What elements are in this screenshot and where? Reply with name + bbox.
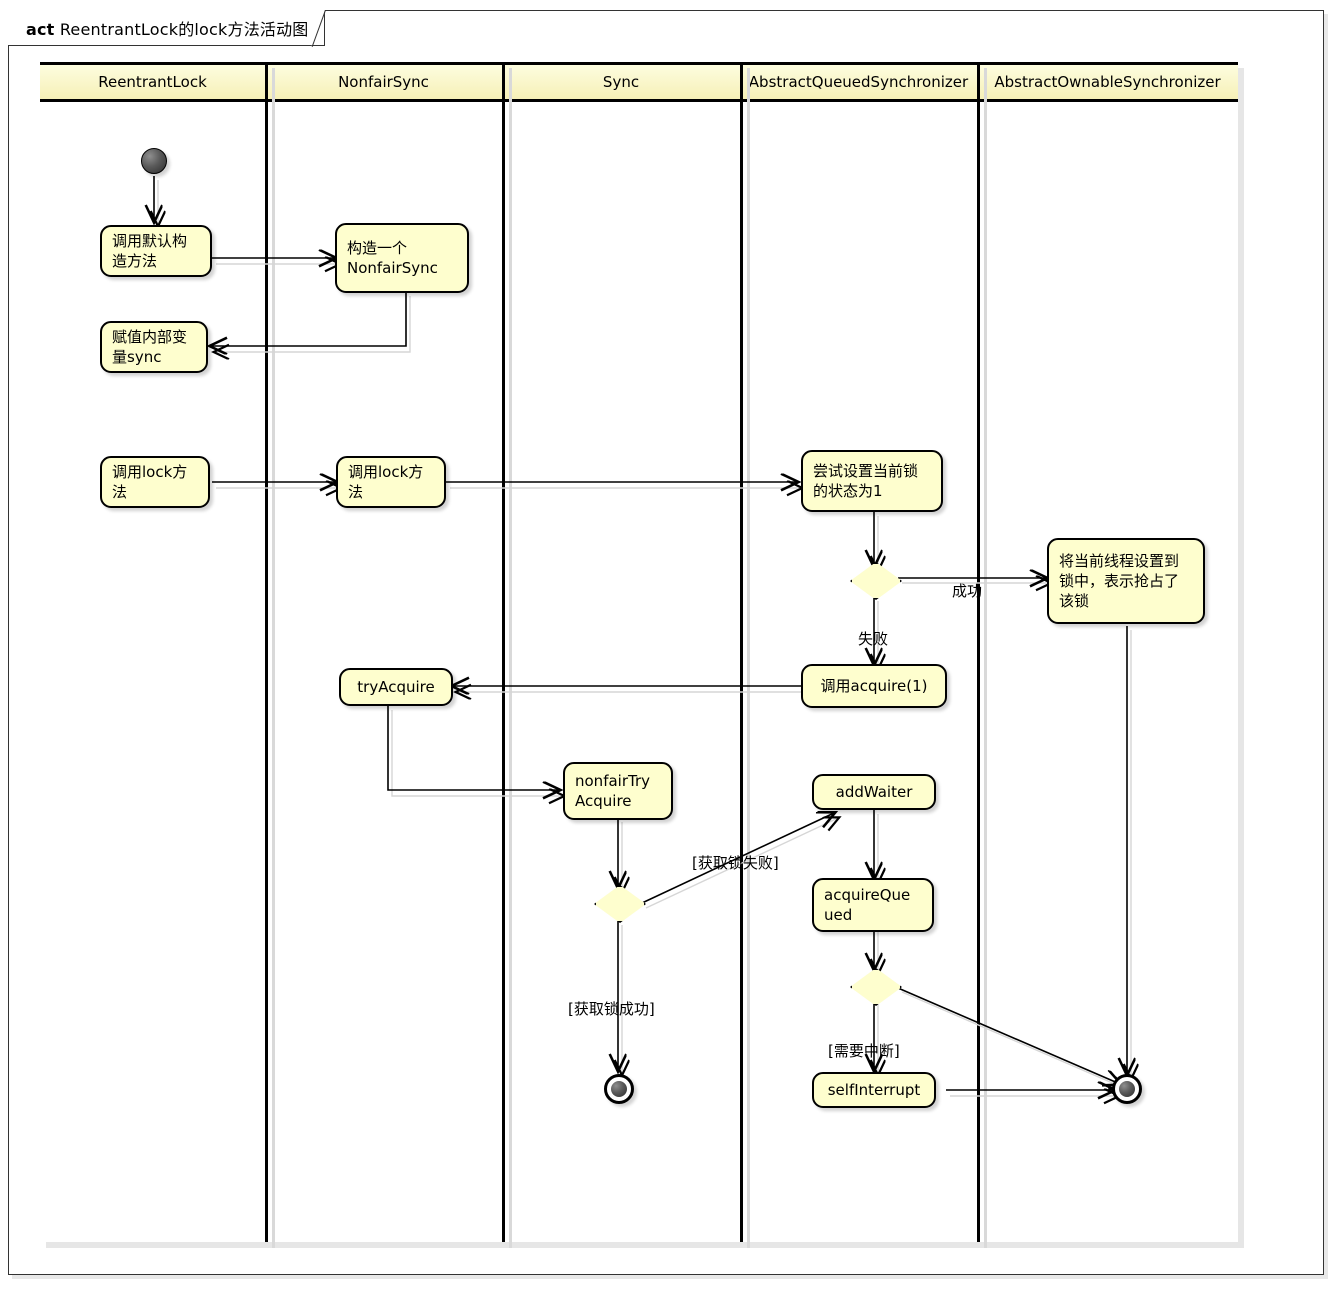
swimlane-divider-shadow xyxy=(747,68,750,1248)
swimlane-header-reentrantlock: ReentrantLock xyxy=(40,62,265,102)
edge-label-need-interrupt: [需要中断] xyxy=(828,1042,900,1060)
node-tryacquire[interactable]: tryAcquire xyxy=(339,668,453,706)
swimlane-divider-shadow xyxy=(984,68,987,1248)
edge-label-acquire-failed: [获取锁失败] xyxy=(692,854,779,872)
node-acquirequeued[interactable]: acquireQue ued xyxy=(812,878,934,932)
swimlane-header-label: ReentrantLock xyxy=(98,73,207,91)
node-default-constructor[interactable]: 调用默认构 造方法 xyxy=(100,225,212,277)
edge-label-fail: 失败 xyxy=(858,630,889,648)
node-label: nonfairTry Acquire xyxy=(575,771,650,810)
swimlane-header-label: NonfairSync xyxy=(338,73,429,91)
diagram-title-tab: act ReentrantLock的lock方法活动图 xyxy=(8,10,325,46)
node-build-nonfairsync[interactable]: 构造一个 NonfairSync xyxy=(335,223,469,293)
decision-node-interrupt[interactable] xyxy=(850,968,902,1006)
swimlane-divider-abstractqueuedsynchronizer xyxy=(740,62,743,1242)
swimlane-header-sync: Sync xyxy=(502,62,740,102)
node-call-lock-reentrantlock[interactable]: 调用lock方 法 xyxy=(100,456,210,508)
diagram-kind-keyword: act xyxy=(26,19,55,39)
swimlane-header-label: Sync xyxy=(602,73,640,91)
swimlane-divider-nonfairsync xyxy=(265,62,268,1242)
node-assign-sync-field[interactable]: 赋值内部变 量sync xyxy=(100,321,208,373)
node-label: 调用lock方 法 xyxy=(112,462,188,501)
node-label: addWaiter xyxy=(835,782,913,801)
node-label: tryAcquire xyxy=(357,677,435,696)
node-label: 调用默认构 造方法 xyxy=(112,231,188,270)
swimlane-container: ReentrantLock NonfairSync Sync AbstractQueu… xyxy=(40,62,1238,1248)
node-addwaiter[interactable]: addWaiter xyxy=(812,774,936,810)
swimlane-header-abstractownablesynchronizer: AbstractOwnableSynchronizer xyxy=(977,62,1238,102)
swimlane-divider-sync xyxy=(502,62,505,1242)
swimlane-body-abstractownablesynchronizer xyxy=(977,102,1238,1242)
node-nonfairtryacquire[interactable]: nonfairTry Acquire xyxy=(563,762,673,820)
node-label: acquireQue ued xyxy=(824,885,911,924)
node-label: 赋值内部变 量sync xyxy=(112,327,188,366)
decision-node-set-state[interactable] xyxy=(850,562,902,600)
swimlane-divider-shadow xyxy=(272,68,275,1248)
node-label: 尝试设置当前锁 的状态为1 xyxy=(813,461,919,500)
node-call-acquire-1[interactable]: 调用acquire(1) xyxy=(801,664,947,708)
edge-label-success: 成功 xyxy=(952,582,983,600)
node-set-exclusive-owner-thread[interactable]: 将当前线程设置到 锁中，表示抢占了 该锁 xyxy=(1047,538,1205,624)
swimlane-header-nonfairsync: NonfairSync xyxy=(265,62,502,102)
swimlane-header-abstractqueuedsynchronizer: AbstractQueuedSynchronizer xyxy=(740,62,977,102)
final-node-right xyxy=(1112,1074,1142,1104)
node-call-lock-nonfairsync[interactable]: 调用lock方 法 xyxy=(336,456,446,508)
swimlane-divider-shadow xyxy=(509,68,512,1248)
node-label: selfInterrupt xyxy=(827,1080,921,1099)
initial-node xyxy=(141,148,167,174)
swimlane-header-label: AbstractOwnableSynchronizer xyxy=(994,73,1221,91)
edge-label-acquire-succeeded: [获取锁成功] xyxy=(568,1000,655,1018)
node-label: 调用lock方 法 xyxy=(348,462,424,501)
node-selfinterrupt[interactable]: selfInterrupt xyxy=(812,1072,936,1108)
swimlane-header-label: AbstractQueuedSynchronizer xyxy=(748,73,969,91)
swimlane-body-sync xyxy=(502,102,740,1242)
diagram-title: ReentrantLock的lock方法活动图 xyxy=(59,19,309,39)
decision-node-tryacquire-result[interactable] xyxy=(594,885,646,923)
node-label: 构造一个 NonfairSync xyxy=(347,238,438,277)
swimlane-divider-abstractownablesynchronizer xyxy=(977,62,980,1242)
node-label: 调用acquire(1) xyxy=(820,676,928,695)
final-node-sync xyxy=(604,1074,634,1104)
node-try-set-state-1[interactable]: 尝试设置当前锁 的状态为1 xyxy=(801,450,943,512)
node-label: 将当前线程设置到 锁中，表示抢占了 该锁 xyxy=(1059,551,1180,611)
